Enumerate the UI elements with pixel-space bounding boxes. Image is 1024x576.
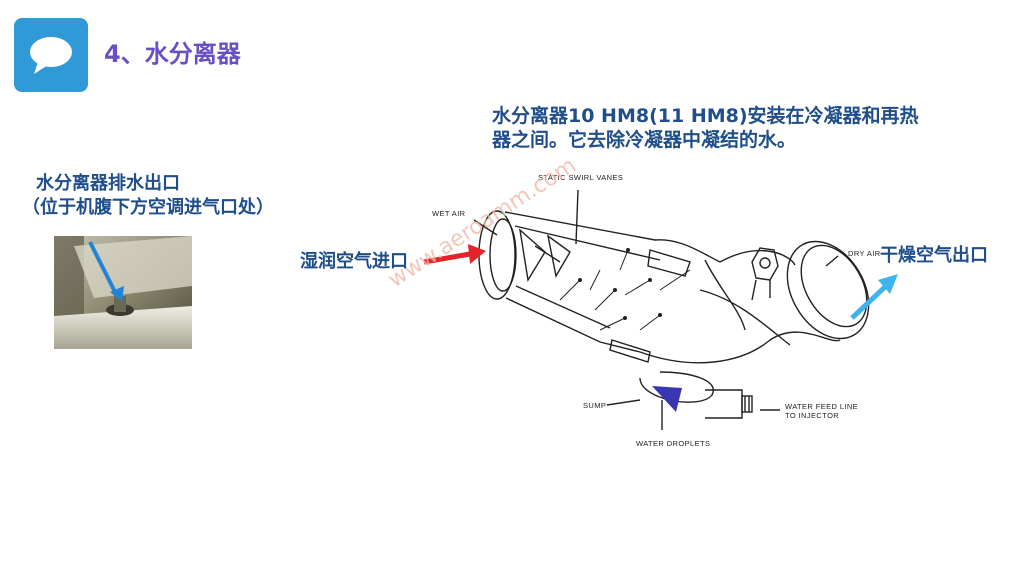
- photo-caption-line-1: 水分离器排水出口: [36, 173, 180, 194]
- outlet-arrow: [850, 274, 898, 320]
- description: 水分离器10 HM8(11 HM8)安装在冷凝器和再热 器之间。它去除冷凝器中凝…: [492, 104, 922, 152]
- slide-title: 4、水分离器: [104, 40, 241, 68]
- label-sump: SUMP: [583, 401, 606, 410]
- label-dry-air: DRY AIR: [848, 249, 881, 258]
- label-water-feed-line-1: WATER FEED LINE: [785, 402, 858, 411]
- photo-caption-line-2: （位于机腹下方空调进气口处）: [22, 197, 274, 218]
- sump: [639, 371, 714, 403]
- speech-bubble-icon: [14, 18, 88, 92]
- outlet-flange: [786, 240, 870, 340]
- drain-arrow: [652, 386, 682, 412]
- label-water-droplets: WATER DROPLETS: [636, 439, 710, 448]
- inlet-arrow: [423, 244, 486, 265]
- description-line-2: 器之间。它去除冷凝器中凝结的水。: [492, 129, 797, 151]
- outlet-callout: 干燥空气出口: [880, 245, 988, 266]
- label-water-feed-line-2: TO INJECTOR: [785, 411, 839, 420]
- swirl-vanes: [519, 228, 546, 282]
- drain-outlet-photo: [54, 236, 192, 349]
- description-line-1: 水分离器10 HM8(11 HM8)安装在冷凝器和再热: [492, 105, 919, 127]
- photo-caption: 水分离器排水出口 （位于机腹下方空调进气口处）: [22, 172, 312, 220]
- inlet-callout: 湿润空气进口: [300, 251, 408, 272]
- separator-body: [504, 211, 721, 263]
- label-static-swirl-vanes: STATIC SWIRL VANES: [538, 173, 623, 182]
- label-wet-air: WET AIR: [432, 209, 466, 218]
